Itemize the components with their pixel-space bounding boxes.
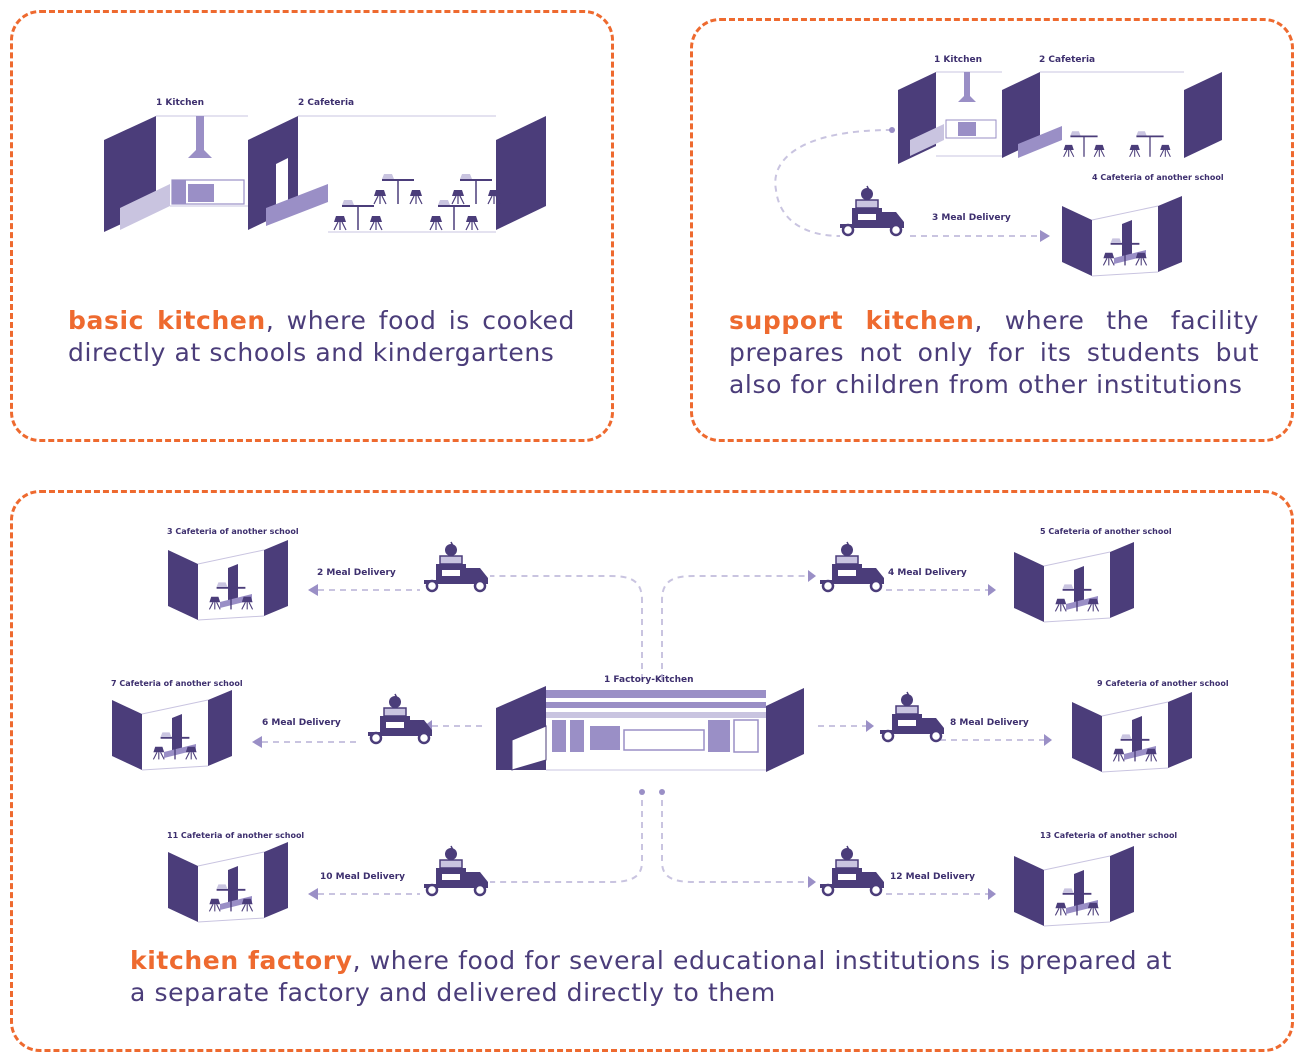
label-factory-kitchen: 1 Factory-Kitchen [604, 675, 694, 685]
basic-kitchen-caption: basic kitchen, where food is cooked dire… [68, 305, 575, 369]
support-kitchen-caption: support kitchen, where the facility prep… [729, 305, 1259, 401]
label-meal-delivery: 2 Meal Delivery [317, 568, 396, 578]
kitchen-factory-caption: kitchen factory, where food for several … [130, 945, 1172, 1009]
basic-kitchen-illustration [104, 115, 546, 233]
label-other-cafeteria: 11 Cafeteria of another school [167, 831, 305, 840]
panel-basic-kitchen [10, 10, 614, 442]
support-kitchen-illustration [774, 71, 1222, 276]
label-meal-delivery: 3 Meal Delivery [932, 213, 1011, 223]
basic-kitchen-description: , where food is cooked directly at schoo… [68, 306, 575, 367]
label-other-cafeteria: 3 Cafeteria of another school [167, 527, 299, 536]
label-meal-delivery: 6 Meal Delivery [262, 718, 341, 728]
label-other-cafeteria: 9 Cafeteria of another school [1097, 679, 1229, 688]
label-meal-delivery: 8 Meal Delivery [950, 718, 1029, 728]
label-meal-delivery: 4 Meal Delivery [888, 568, 967, 578]
label-meal-delivery: 12 Meal Delivery [890, 872, 976, 882]
label-kitchen: 1 Kitchen [934, 55, 983, 65]
support-kitchen-description: , where the facility prepares not only f… [729, 306, 1259, 399]
label-other-cafeteria: 4 Cafeteria of another school [1092, 173, 1224, 182]
label-cafeteria: 2 Cafeteria [298, 98, 355, 108]
label-other-cafeteria: 5 Cafeteria of another school [1040, 527, 1172, 536]
kitchen-factory-illustration [112, 540, 1192, 926]
label-meal-delivery: 10 Meal Delivery [320, 872, 406, 882]
kitchen-factory-term: kitchen factory [130, 946, 353, 975]
label-other-cafeteria: 13 Cafeteria of another school [1040, 831, 1178, 840]
label-kitchen: 1 Kitchen [156, 98, 205, 108]
basic-kitchen-term: basic kitchen [68, 306, 266, 335]
label-cafeteria: 2 Cafeteria [1039, 55, 1096, 65]
label-other-cafeteria: 7 Cafeteria of another school [111, 679, 243, 688]
support-kitchen-term: support kitchen [729, 306, 975, 335]
kitchen-factory-description: , where food for several educational ins… [130, 946, 1172, 1007]
panel-support-kitchen [690, 18, 1294, 442]
